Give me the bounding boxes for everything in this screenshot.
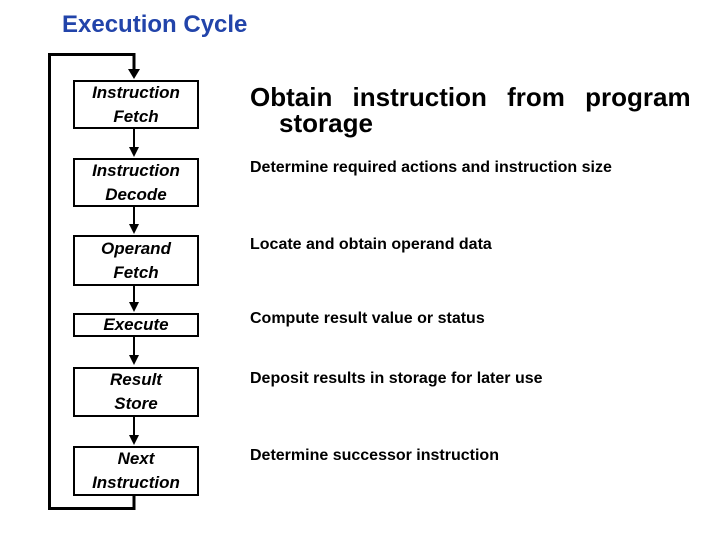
step-description-result-store: Deposit results in storage for later use <box>250 370 543 387</box>
box-label-line: Decode <box>105 184 167 204</box>
step-description-next-instruction: Determine successor instruction <box>250 447 499 464</box>
flow-arrow <box>129 207 139 234</box>
box-label-line: Execute <box>103 315 169 334</box>
flow-arrow <box>129 286 139 312</box>
flow-box-result-store: Result Store <box>73 367 199 417</box>
flow-arrow <box>129 129 139 157</box>
step-description-instruction-fetch: Obtain instruction from program storage <box>250 84 691 136</box>
flow-box-execute: Execute <box>73 313 199 337</box>
description-line: Obtain instruction from program <box>250 82 691 112</box>
loop-arrowhead-icon <box>128 69 140 79</box>
box-label-line: Fetch <box>113 106 159 126</box>
step-description-instruction-decode: Determine required actions and instructi… <box>250 159 612 176</box>
box-label-line: Next <box>117 449 155 468</box>
step-description-execute: Compute result value or status <box>250 310 485 327</box>
box-label-line: Instruction <box>92 82 180 102</box>
box-label-line: Instruction <box>92 160 180 180</box>
box-label-line: Operand <box>101 238 171 258</box>
box-label-line: Instruction <box>92 473 180 492</box>
loop-line <box>48 53 136 510</box>
flow-box-instruction-fetch: Instruction Fetch <box>73 80 199 129</box>
flow-arrow <box>129 337 139 365</box>
flow-arrow <box>129 417 139 445</box>
box-label-line: Result <box>110 370 162 389</box>
flow-box-next-instruction: Next Instruction <box>73 446 199 496</box>
box-label-line: Store <box>114 394 158 413</box>
flow-box-operand-fetch: Operand Fetch <box>73 235 199 286</box>
step-description-operand-fetch: Locate and obtain operand data <box>250 236 492 253</box>
description-line: storage <box>279 108 373 138</box>
flow-box-instruction-decode: Instruction Decode <box>73 158 199 207</box>
page-title: Execution Cycle <box>62 11 248 38</box>
box-label-line: Fetch <box>113 262 159 282</box>
